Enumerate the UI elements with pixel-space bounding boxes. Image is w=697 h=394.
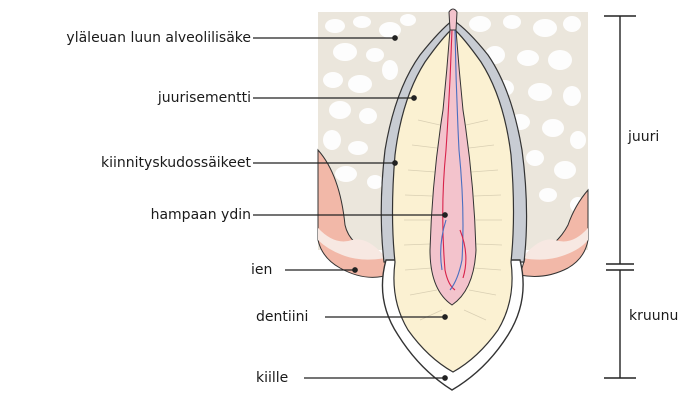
label-alveolar-bone: yläleuan luun alveolilisäke bbox=[66, 30, 251, 46]
root-apex bbox=[449, 9, 457, 30]
label-cementum: juurisementti bbox=[158, 90, 251, 106]
label-ligament: kiinnityskudossäikeet bbox=[101, 155, 251, 171]
label-pulp: hampaan ydin bbox=[151, 207, 251, 223]
label-dentin: dentiini bbox=[256, 309, 308, 325]
label-gum: ien bbox=[251, 262, 272, 278]
label-root: juuri bbox=[628, 129, 659, 145]
label-crown: kruunu bbox=[629, 308, 678, 324]
label-enamel: kiille bbox=[256, 370, 288, 386]
